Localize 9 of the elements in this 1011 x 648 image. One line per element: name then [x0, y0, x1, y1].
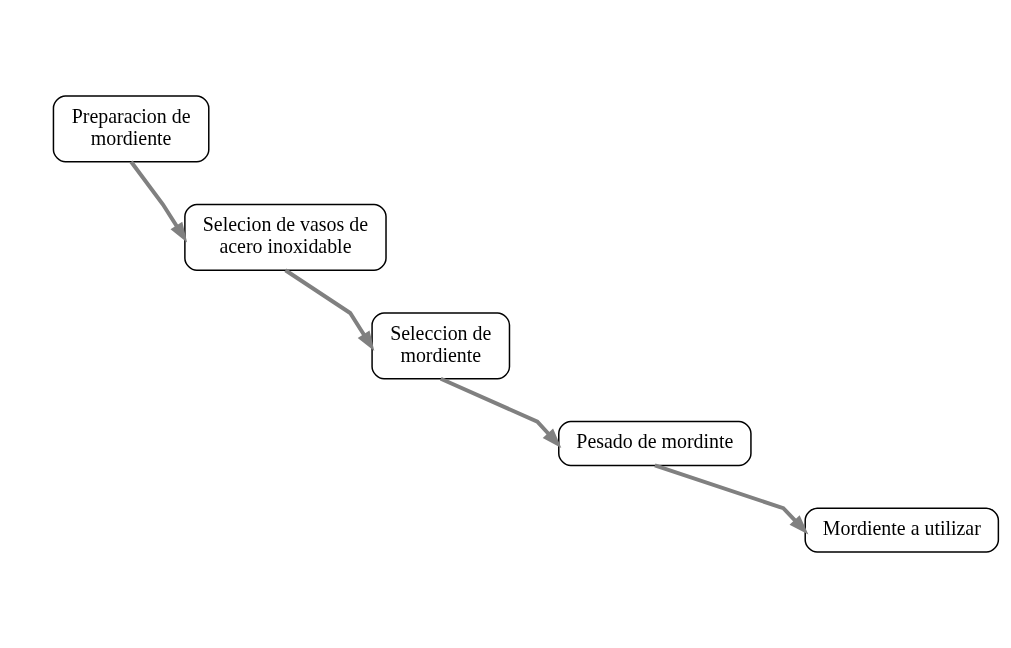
arrow — [439, 376, 562, 448]
node-box: Selecion de vasos de acero inoxidable — [184, 203, 387, 271]
node-box: Pesado de mordinte — [558, 420, 752, 467]
arrow — [654, 463, 809, 535]
node-box: Seleccion de mordiente — [371, 312, 511, 380]
node-box: Preparacion de mordiente — [52, 95, 210, 163]
arrow — [129, 160, 188, 243]
arrow — [284, 268, 375, 351]
node-box: Mordiente a utilizar — [804, 507, 1000, 553]
